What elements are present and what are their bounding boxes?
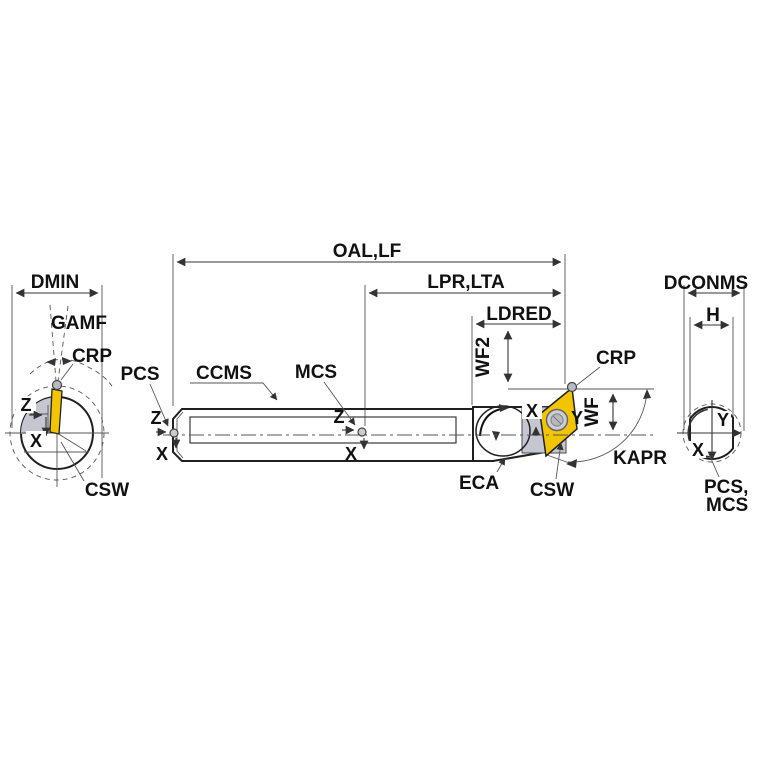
y-label-bg-right	[714, 411, 731, 428]
label-wf: WF	[582, 397, 603, 427]
label-ccms: CCMS	[196, 363, 252, 384]
eca-arrow-top	[499, 404, 509, 412]
end-view-left: Z X DMIN GAMF CRP CSW	[5, 272, 129, 501]
mcs-x-axis-label: X	[345, 444, 357, 464]
csw-leader-main	[555, 442, 564, 480]
gamf-arrow-right	[62, 357, 72, 365]
z-label-bg-left	[16, 396, 36, 413]
gamf-arrow-left	[46, 358, 56, 366]
mcs-leader	[323, 381, 356, 426]
label-eca: ECA	[459, 473, 499, 494]
left-x-axis-label: X	[30, 431, 42, 451]
label-csw-left: CSW	[85, 480, 129, 501]
label-dconms: DCONMS	[664, 273, 748, 294]
x-label-bg-left	[26, 431, 46, 449]
left-z-axis-label: Z	[21, 395, 32, 415]
label-oal-lf: OAL,LF	[333, 241, 402, 262]
insert-y-axis-label: Y	[571, 408, 583, 428]
label-kapr: KAPR	[613, 448, 667, 469]
end-view-right: Y X DCONMS H PCS, MCS	[664, 273, 749, 516]
side-view: Z X Z X X Y OAL,LF LPR,LTA LDRED WF2 WF …	[120, 241, 667, 501]
pcs-z-axis-label: Z	[151, 408, 162, 428]
label-dmin: DMIN	[31, 272, 80, 293]
label-crp-main: CRP	[596, 348, 636, 369]
cutting-edge-extension	[546, 454, 573, 465]
gamf-ref-line-1	[49, 304, 57, 382]
pcs-leader	[149, 383, 169, 427]
pcs-point-icon	[169, 428, 179, 438]
label-csw-main: CSW	[530, 480, 574, 501]
right-x-axis-label: X	[692, 440, 704, 460]
right-y-axis-label: Y	[717, 410, 729, 430]
crp-point-left-icon	[51, 379, 63, 391]
label-lpr-lta: LPR,LTA	[427, 272, 505, 293]
label-pcs-mcs-1: PCS,	[704, 477, 748, 498]
label-pcs-mcs-2: MCS	[706, 495, 748, 516]
insert-x-axis-label: X	[526, 401, 538, 421]
label-h: H	[706, 305, 720, 326]
mcs-z-axis-label: Z	[334, 407, 345, 427]
pocket-diagonal	[56, 432, 87, 452]
label-gamf: GAMF	[51, 313, 107, 334]
label-crp-left: CRP	[72, 346, 112, 367]
kapr-arc	[567, 390, 648, 463]
crp-leader	[576, 366, 601, 386]
label-ldred: LDRED	[486, 304, 551, 325]
gamf-arc	[29, 358, 113, 387]
ccms-leader	[190, 382, 278, 401]
screw-slot-line	[552, 415, 562, 425]
x-label-bg-right	[689, 441, 706, 458]
kapr-arrow-top	[643, 389, 651, 399]
eca-arrow-bottom	[492, 431, 500, 441]
eca-leader	[496, 457, 506, 473]
bar-inner-contour	[189, 416, 457, 444]
label-pcs: PCS	[120, 364, 159, 385]
label-mcs: MCS	[295, 362, 337, 383]
kapr-arrow-left	[566, 459, 577, 468]
crp-leader-left	[60, 363, 74, 381]
csw-leader-left	[60, 441, 85, 482]
label-wf2: WF2	[473, 337, 494, 377]
gamf-ref-line-2	[57, 305, 69, 382]
pcs-mcs-leader	[708, 453, 720, 478]
crp-point-icon	[566, 381, 578, 393]
insert-x-label-bg	[522, 401, 542, 419]
mcs-point-icon	[357, 427, 367, 437]
insert-end-view	[49, 388, 63, 435]
pcs-x-axis-label: X	[156, 444, 168, 464]
